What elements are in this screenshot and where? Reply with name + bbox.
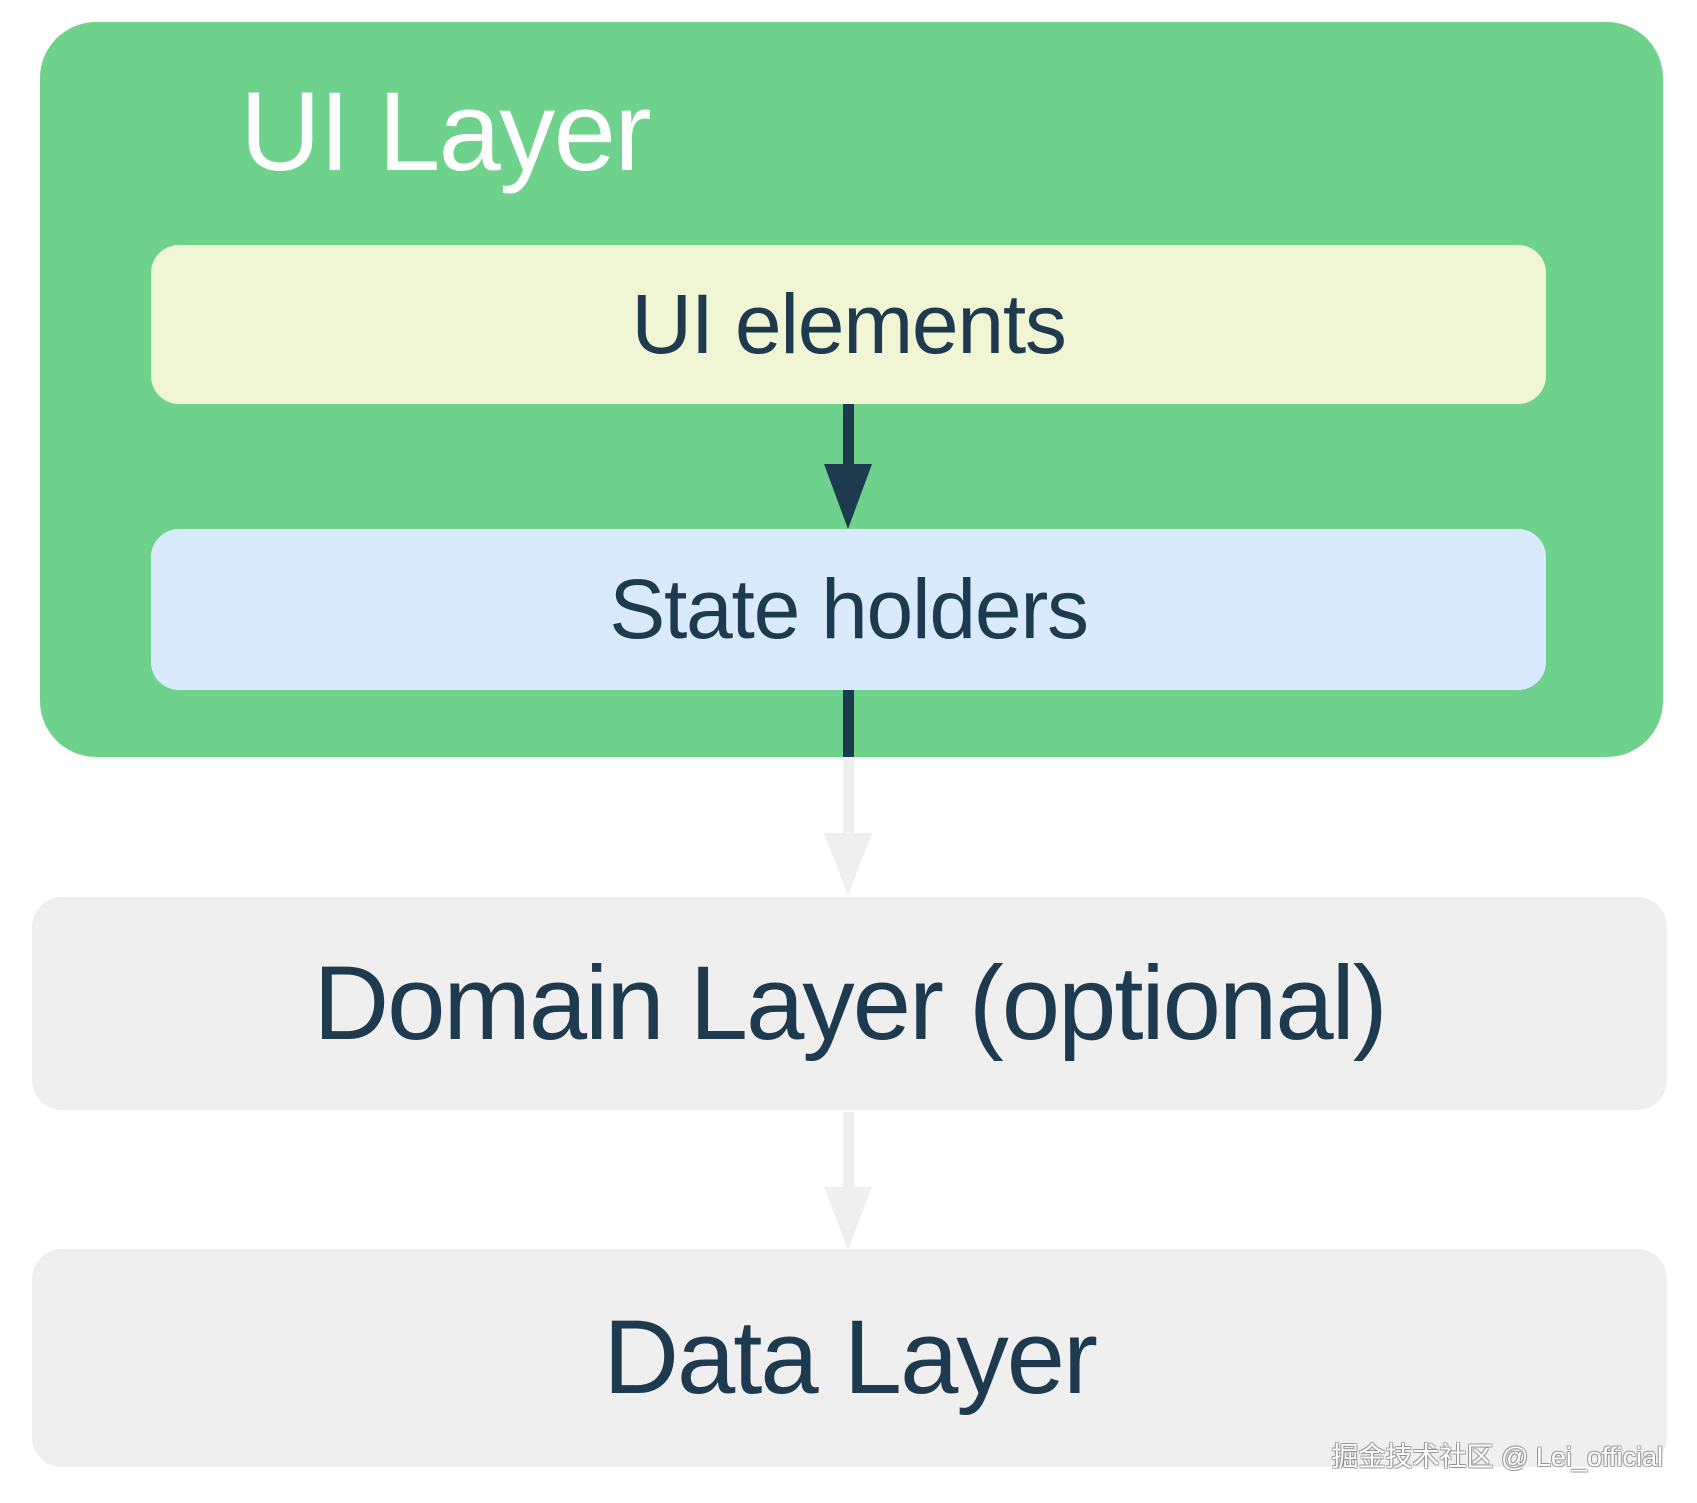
domain-layer-box: Domain Layer (optional)	[32, 897, 1667, 1110]
state-holders-label: State holders	[609, 562, 1089, 656]
arrow-domain-to-data-head-icon	[824, 1187, 872, 1250]
data-layer-box: Data Layer	[32, 1249, 1667, 1467]
arrow-state-holders-to-domain-shaft-dark	[843, 690, 854, 757]
arrow-domain-to-data-shaft	[843, 1112, 854, 1188]
state-holders-box: State holders	[151, 529, 1546, 690]
data-layer-label: Data Layer	[603, 1299, 1098, 1416]
watermark: 掘金技术社区 @ Lei_official	[1331, 1442, 1663, 1472]
ui-elements-box: UI elements	[151, 245, 1546, 404]
domain-layer-label: Domain Layer (optional)	[313, 944, 1387, 1062]
ui-layer-container: UI Layer UI elements State holders	[40, 22, 1663, 757]
arrow-state-holders-to-domain-shaft-light	[843, 757, 854, 834]
arrow-state-holders-to-domain-head-icon	[824, 833, 872, 896]
ui-layer-title: UI Layer	[240, 69, 652, 194]
arrow-ui-elements-to-state-holders-head-icon	[824, 464, 872, 529]
arrow-ui-elements-to-state-holders-shaft	[843, 404, 854, 465]
ui-elements-label: UI elements	[631, 277, 1067, 371]
